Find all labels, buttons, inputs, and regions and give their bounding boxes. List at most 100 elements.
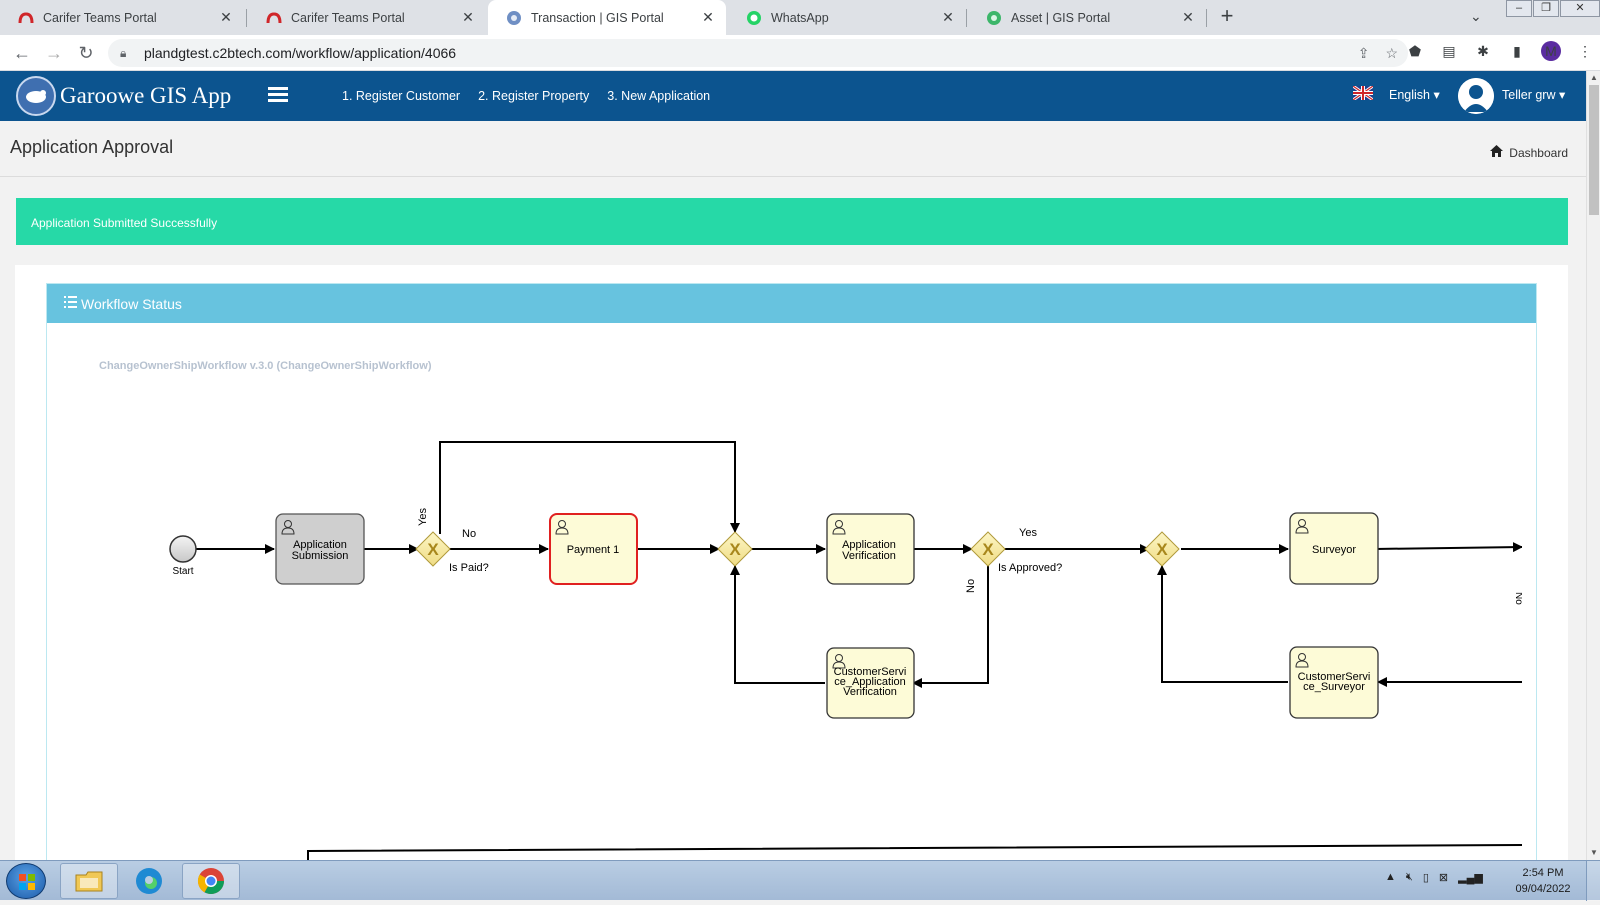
bookmark-star-icon[interactable]: ☆ — [1385, 44, 1398, 61]
browser-tab[interactable]: Asset | GIS Portal ✕ — [968, 0, 1206, 35]
share-icon[interactable]: ⇪ — [1357, 44, 1370, 61]
url-text: plandgtest.c2btech.com/workflow/applicat… — [144, 45, 457, 61]
flow-csverification-to-merge — [730, 565, 825, 684]
show-desktop-button[interactable] — [1586, 861, 1600, 901]
tab-close-icon[interactable]: ✕ — [702, 9, 714, 25]
scroll-up-arrow-icon[interactable]: ▲ — [1590, 73, 1598, 82]
task-label-line: Application — [842, 539, 896, 551]
tab-title: Carifer Teams Portal — [43, 10, 157, 25]
nav-register-property[interactable]: 2. Register Property — [478, 89, 590, 103]
user-task-icon — [832, 654, 846, 669]
user-task-icon — [832, 520, 846, 535]
vertical-scrollbar[interactable]: ▲ ▼ — [1586, 71, 1600, 860]
tab-close-icon[interactable]: ✕ — [942, 9, 954, 25]
taskbar-clock[interactable]: 2:54 PM 09/04/2022 — [1508, 865, 1578, 897]
success-alert: Application Submitted Successfully — [16, 198, 1568, 245]
browser-tab[interactable]: Carifer Teams Portal ✕ — [248, 0, 486, 35]
network-error-icon[interactable]: ⊠ — [1438, 872, 1449, 884]
language-dropdown[interactable]: English ▾ — [1389, 87, 1440, 102]
close-window-button[interactable]: ✕ — [1560, 0, 1600, 17]
task-surveyor[interactable]: Surveyor — [1289, 512, 1379, 585]
merge-gateway[interactable]: X — [1144, 531, 1180, 567]
flow-paid-yes — [439, 441, 740, 534]
menu-toggle-icon[interactable] — [268, 87, 288, 103]
task-label-line: ce_Surveyor — [1303, 681, 1365, 693]
forward-arrow-icon[interactable]: → — [45, 43, 63, 63]
tab-separator — [246, 9, 247, 27]
start-button[interactable] — [6, 863, 46, 899]
tab-separator — [966, 9, 967, 27]
gateway-x-icon: X — [1156, 540, 1168, 559]
address-bar[interactable]: 🔒︎ plandgtest.c2btech.com/workflow/appli… — [108, 39, 1408, 67]
profile-avatar[interactable]: M — [1541, 41, 1561, 61]
extension-shield-icon[interactable]: ⬟ — [1408, 42, 1422, 59]
page-header: Application Approval Dashboard — [0, 121, 1586, 177]
app-title[interactable]: Garoowe GIS App — [60, 83, 232, 108]
task-label: Payment 1 — [567, 544, 620, 556]
reload-icon[interactable]: ↻ — [78, 43, 94, 63]
battery-icon[interactable]: ▯ — [1422, 872, 1429, 884]
workflow-caption: ChangeOwnerShipWorkflow v.3.0 (ChangeOwn… — [99, 360, 432, 372]
tab-close-icon[interactable]: ✕ — [220, 9, 232, 25]
tray-expand-icon[interactable]: ▲ — [1385, 871, 1396, 883]
carifer-favicon-icon — [18, 10, 34, 26]
volume-muted-icon[interactable]: 🔇︎ — [1405, 871, 1413, 883]
nav-register-customer[interactable]: 1. Register Customer — [342, 89, 461, 103]
extension-clipboard-icon[interactable]: ▤ — [1442, 42, 1456, 59]
caret-down-icon: ▾ — [1558, 88, 1566, 102]
app-logo[interactable] — [16, 76, 56, 116]
flow-label-yes: Yes — [417, 508, 429, 526]
tab-search-chevron-icon[interactable]: ⌄ — [1470, 8, 1482, 24]
breadcrumb[interactable]: Dashboard — [1490, 145, 1568, 160]
minimize-button[interactable]: – — [1506, 0, 1532, 17]
user-menu[interactable]: Teller grw ▾ — [1502, 87, 1565, 102]
gateway-is-paid[interactable]: X Is Paid? — [415, 531, 489, 574]
browser-menu-icon[interactable]: ⋮ — [1578, 42, 1592, 59]
start-event[interactable]: Start — [169, 535, 197, 577]
flow-cssurveyor-to-merge2 — [1157, 565, 1288, 683]
user-name-label: Teller grw — [1502, 88, 1556, 102]
asset-favicon-icon — [986, 10, 1002, 26]
user-task-icon — [281, 520, 295, 535]
side-panel-icon[interactable]: ▮ — [1513, 42, 1521, 59]
tab-title: Carifer Teams Portal — [291, 10, 405, 25]
restore-button[interactable]: ❐ — [1533, 0, 1559, 17]
extensions-puzzle-icon[interactable]: ✱ — [1477, 42, 1489, 59]
browser-tab[interactable]: WhatsApp ✕ — [728, 0, 966, 35]
flow-surveyor-out — [1374, 542, 1522, 553]
list-icon — [64, 296, 77, 308]
uk-flag-icon — [1353, 86, 1373, 100]
user-avatar[interactable] — [1458, 78, 1494, 114]
nav-new-application[interactable]: 3. New Application — [607, 89, 711, 103]
chrome-taskbar-icon[interactable] — [182, 863, 240, 899]
whatsapp-favicon-icon — [746, 10, 762, 26]
tab-close-icon[interactable]: ✕ — [1182, 9, 1194, 25]
task-label-line: Verification — [842, 550, 896, 562]
merge-gateway[interactable]: X — [717, 531, 753, 567]
language-label: English — [1389, 88, 1430, 102]
tab-close-icon[interactable]: ✕ — [462, 9, 474, 25]
task-label-line: Verification — [843, 686, 897, 698]
gateway-is-approved[interactable]: X Is Approved? — [970, 531, 1062, 574]
file-explorer-taskbar-icon[interactable] — [60, 863, 118, 899]
edge-taskbar-icon[interactable] — [120, 863, 178, 899]
page-title: Application Approval — [10, 137, 174, 157]
scroll-thumb[interactable] — [1589, 85, 1599, 215]
scroll-down-arrow-icon[interactable]: ▼ — [1590, 848, 1598, 857]
breadcrumb-dashboard[interactable]: Dashboard — [1509, 145, 1568, 160]
signal-icon[interactable]: ▂▄▆ — [1458, 872, 1483, 884]
tab-separator — [1206, 9, 1207, 27]
new-tab-button[interactable]: + — [1220, 3, 1234, 28]
browser-tab[interactable]: Carifer Teams Portal ✕ — [0, 0, 244, 35]
back-arrow-icon[interactable]: ← — [13, 43, 31, 63]
browser-tab-active[interactable]: Transaction | GIS Portal ✕ — [488, 0, 726, 35]
flow-label-no: No — [462, 528, 476, 540]
task-payment-1[interactable]: Payment 1 — [549, 513, 638, 585]
